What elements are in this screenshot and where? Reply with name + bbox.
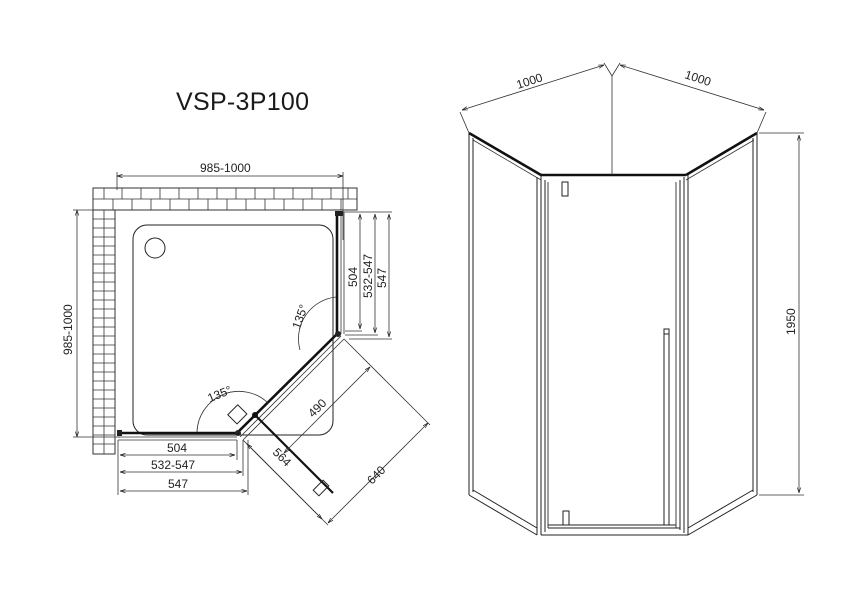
model-title: VSP-3P100: [176, 88, 310, 116]
shower-tray: [132, 224, 334, 436]
top-brick-wall: [92, 187, 358, 211]
left-brick-wall: [92, 209, 116, 455]
dim-right-mid: 532-547: [361, 254, 375, 298]
dim-door-opening: 490: [305, 396, 329, 420]
dim-right-outer: 547: [375, 268, 389, 288]
hinge-top-icon: [561, 181, 569, 197]
front-view: 1000 1000 1950: [459, 62, 804, 536]
dim-door-swing: 564: [270, 445, 294, 469]
dim-bottom-mid: 532-547: [151, 458, 195, 472]
plan-view: 135° 135° 985-1000 985-1000 504 532-547 …: [61, 161, 431, 526]
dim-left-height: 985-1000: [61, 304, 75, 355]
angle-arc-bottom: [196, 390, 269, 433]
angle-right-label: 135°: [289, 302, 311, 330]
door-handle: [663, 328, 670, 526]
dim-bottom-inner: 504: [167, 441, 187, 455]
dim-top-width: 985-1000: [200, 161, 251, 175]
angle-bottom-label: 135°: [205, 383, 233, 405]
angle-arc-right: [298, 296, 337, 351]
hinge-bottom-icon: [562, 510, 570, 526]
dim-right-inner: 504: [346, 267, 360, 287]
dim-height: 1950: [784, 308, 798, 335]
drain-icon: [144, 237, 166, 259]
dim-bottom-outer: 547: [168, 477, 188, 491]
glass-panels-plan: [117, 211, 345, 497]
